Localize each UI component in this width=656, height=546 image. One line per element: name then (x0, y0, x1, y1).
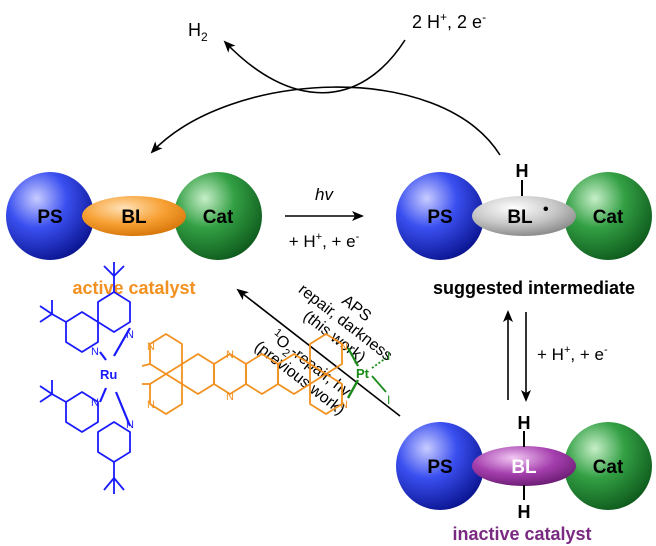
molecular-structure: Ru N N N N N N N N N N Pt (39, 262, 390, 494)
protons-electrons-label: 2 H+, 2 e- (412, 10, 486, 32)
n-bridge-4: N (226, 391, 234, 403)
ps-label: PS (37, 207, 62, 228)
ps-sphere (396, 422, 484, 510)
bridging-ligand (141, 333, 343, 415)
active-catalyst: PS BL Cat (6, 172, 262, 260)
bl-ellipse (82, 196, 186, 236)
repair-arrow (236, 288, 401, 417)
inactive-catalyst-label: inactive catalyst (452, 524, 591, 544)
ps-label: PS (427, 207, 452, 228)
vertical-reagents-label: + H+, + e- (537, 344, 608, 364)
pt-atom: Pt (356, 366, 370, 381)
n-bridge-2: N (147, 399, 155, 411)
n-atom-1: N (91, 346, 99, 358)
iodide-2: I (387, 393, 390, 407)
ru-bipyridine-ligands (39, 262, 132, 494)
h-bottom-label: H (518, 502, 531, 522)
cat-sphere (564, 172, 652, 260)
cat-label: Cat (593, 207, 624, 228)
h-top-label: H (518, 413, 531, 433)
ps-sphere (396, 172, 484, 260)
n-atom-3: N (91, 397, 99, 409)
n-bridge-1: N (147, 341, 155, 353)
n-bridge-6: N (340, 399, 348, 411)
upper-curved-arrow (223, 39, 406, 94)
lower-curved-arrow (150, 86, 501, 156)
n-bridge-3: N (226, 349, 234, 361)
suggested-intermediate: H PS BL • Cat (396, 161, 652, 260)
h2-label: H2 (188, 20, 208, 44)
inactive-catalyst: H H PS BL Cat (396, 413, 652, 522)
forward-reagents-label: + H+, + e- (289, 231, 360, 251)
hv-label: hv (315, 185, 334, 204)
cat-label: Cat (203, 207, 234, 228)
bl-label: BL (121, 207, 147, 228)
radical-dot: • (543, 201, 549, 218)
n-bridge-5: N (340, 341, 348, 353)
pt-center (346, 347, 387, 399)
iodide-1: I (387, 349, 390, 363)
suggested-intermediate-label: suggested intermediate (433, 278, 635, 298)
n-atom-2: N (126, 329, 134, 341)
ps-sphere (6, 172, 94, 260)
cat-sphere (564, 422, 652, 510)
top-cycle-arrows (150, 39, 501, 156)
bl-label: BL (507, 207, 533, 228)
h-label: H (516, 161, 529, 181)
bl-ellipse (472, 446, 576, 486)
cat-label: Cat (593, 457, 624, 478)
cat-sphere (174, 172, 262, 260)
ps-label: PS (427, 457, 452, 478)
n-atom-4: N (126, 419, 134, 431)
bl-label: BL (511, 457, 537, 478)
active-catalyst-label: active catalyst (72, 278, 195, 298)
repair-text: APS repair, darkness (this work) 1O2-rep… (251, 281, 395, 419)
bl-ellipse (472, 196, 576, 236)
ru-atom: Ru (100, 367, 117, 382)
